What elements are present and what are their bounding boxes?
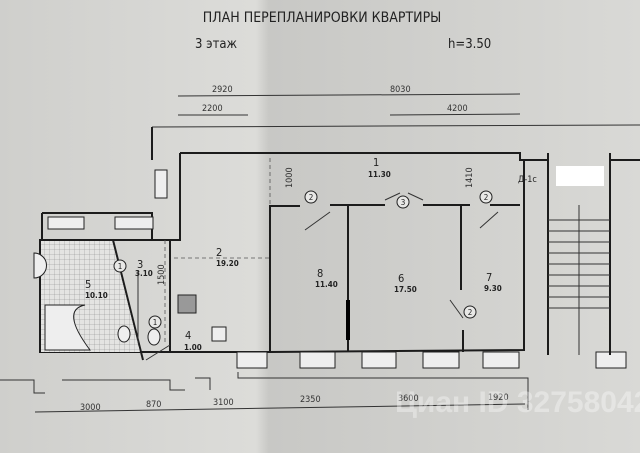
door-mark: 2 xyxy=(309,193,314,202)
dim-4200: 4200 xyxy=(447,104,468,114)
door-mark: 1 xyxy=(118,262,123,271)
door-marks xyxy=(113,190,493,329)
room-1-number: 1 xyxy=(373,156,379,169)
dim-3000: 3000 xyxy=(80,403,101,413)
dim-1920: 1920 xyxy=(488,393,509,403)
room-7-area: 9.30 xyxy=(484,284,502,293)
bathtub-icon xyxy=(44,304,91,351)
top-dimensions: 2920 8030 2200 4200 xyxy=(151,85,640,128)
floor-label: 3 этаж xyxy=(195,37,238,52)
room-5-area: 10.10 xyxy=(85,291,108,300)
dim-2200: 2200 xyxy=(202,104,223,114)
room-3-number: 3 xyxy=(137,258,143,271)
door-mark: 2 xyxy=(468,308,473,317)
room-6-number: 6 xyxy=(398,272,404,285)
ceiling-height: h=3.50 xyxy=(448,37,491,52)
dim-2350: 2350 xyxy=(300,395,321,405)
dim-870: 870 xyxy=(146,400,161,410)
room-8-area: 11.40 xyxy=(315,280,338,289)
room-4-area: 1.00 xyxy=(184,343,202,352)
dim-1000: 1000 xyxy=(285,167,295,188)
dim-2920: 2920 xyxy=(212,85,233,95)
room-5-number: 5 xyxy=(85,278,91,291)
plan-title: ПЛАН ПЕРЕПЛАНИРОВКИ КВАРТИРЫ xyxy=(203,10,442,26)
dim-3600: 3600 xyxy=(398,394,419,404)
door-tag: Д-1с xyxy=(518,175,537,185)
dim-3100: 3100 xyxy=(213,398,234,408)
door-mark: 2 xyxy=(484,193,489,202)
walls xyxy=(39,127,627,369)
shaft-icon xyxy=(177,294,197,314)
dim-1410: 1410 xyxy=(465,167,475,188)
room-2-area: 19.20 xyxy=(216,259,239,268)
room-7-number: 7 xyxy=(486,271,492,284)
dim-8030: 8030 xyxy=(390,85,411,95)
room-8-number: 8 xyxy=(317,267,323,280)
stairwell: Д-1с xyxy=(518,153,640,355)
room-4-number: 4 xyxy=(185,329,191,342)
dim-1500: 1500 xyxy=(157,264,167,285)
room-3-area: 3.10 xyxy=(135,269,153,278)
kitchen-sink-icon xyxy=(211,326,227,342)
sink-icon xyxy=(33,252,47,279)
room-2-number: 2 xyxy=(216,246,222,259)
redaction-patch xyxy=(556,166,604,186)
toilet-icon xyxy=(117,325,131,343)
toilet-icon xyxy=(147,328,161,346)
room-labels: 1 11.30 2 19.20 3 3.10 4 1.00 5 10.10 6 … xyxy=(85,156,502,352)
room-6-area: 17.50 xyxy=(394,285,417,294)
door-mark: 3 xyxy=(401,198,406,207)
door-mark: 1 xyxy=(153,318,158,327)
bottom-dimensions: 3000 870 3100 2350 3600 1920 xyxy=(0,372,529,413)
watermark: Циан ID 327580425 xyxy=(395,386,640,419)
room-1-area: 11.30 xyxy=(368,170,391,179)
